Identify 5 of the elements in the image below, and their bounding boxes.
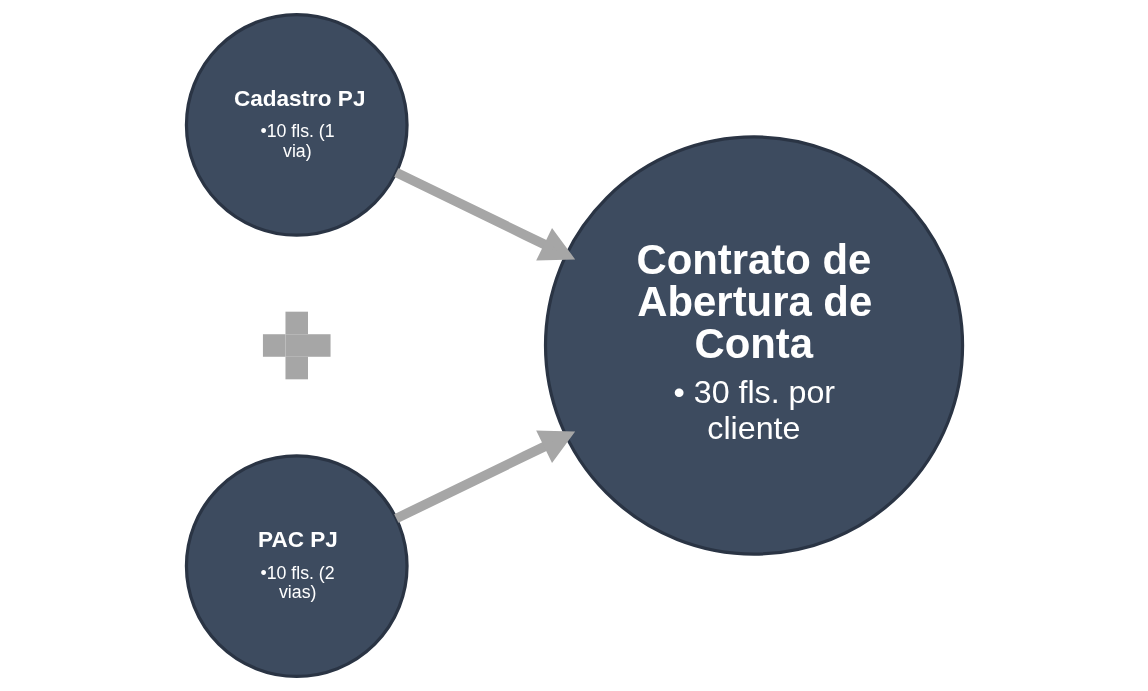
- node-circle: Contrato de Abertura de Conta • 30 fls. por cliente: [543, 135, 964, 556]
- node-circle: PAC PJ •10 fls. (2 vias): [184, 454, 409, 678]
- arrow: [393, 430, 575, 523]
- node-circle: Cadastro PJ •10 fls. (1 via): [184, 13, 409, 237]
- arrow: [393, 168, 575, 261]
